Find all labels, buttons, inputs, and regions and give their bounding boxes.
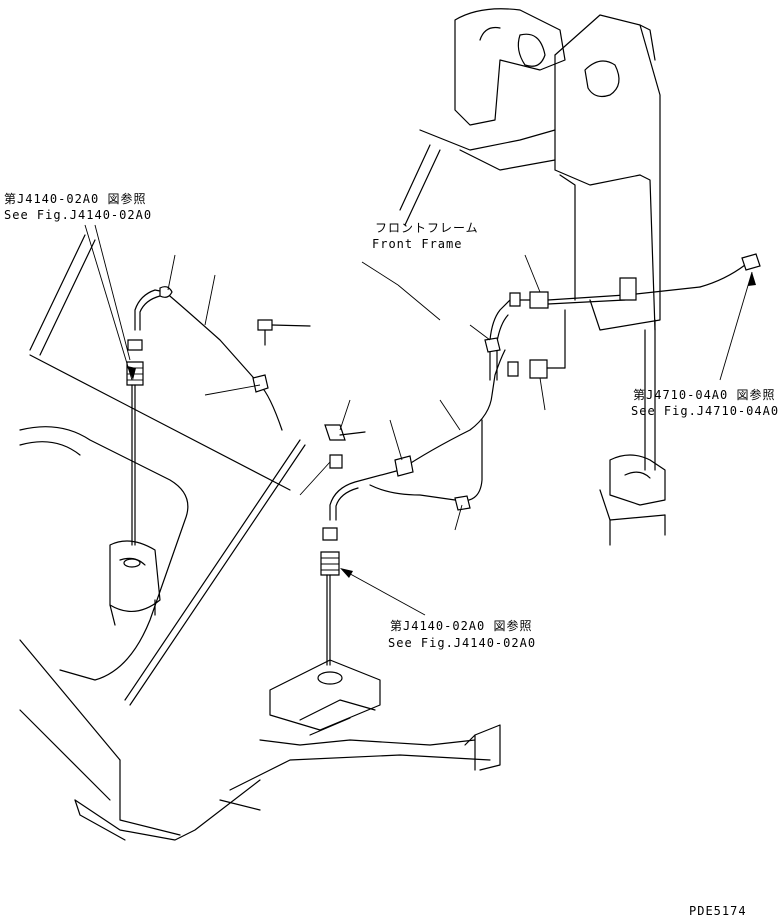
- ref-bottom-jp: 第J4140-02A0 図参照: [390, 618, 532, 633]
- ref-right-jp: 第J4710-04A0 図参照: [633, 387, 775, 402]
- lower-frame: [219, 659, 501, 811]
- annotations: 第J4140-02A0 図参照 See Fig.J4140-02A0 フロントフ…: [4, 191, 779, 918]
- ref-top-left-jp: 第J4140-02A0 図参照: [4, 191, 146, 206]
- front-frame-label-jp: フロントフレーム: [375, 221, 479, 235]
- ref-bottom-en: See Fig.J4140-02A0: [388, 636, 536, 650]
- lubrication-tubes: [126, 253, 761, 666]
- rear-body: [19, 234, 306, 841]
- front-frame: [399, 8, 666, 546]
- leader-lines: [84, 224, 756, 616]
- ref-top-left-en: See Fig.J4140-02A0: [4, 208, 152, 222]
- front-frame-label-en: Front Frame: [372, 237, 462, 251]
- ref-right-en: See Fig.J4710-04A0: [631, 404, 779, 418]
- drawing-code: PDE5174: [689, 904, 747, 918]
